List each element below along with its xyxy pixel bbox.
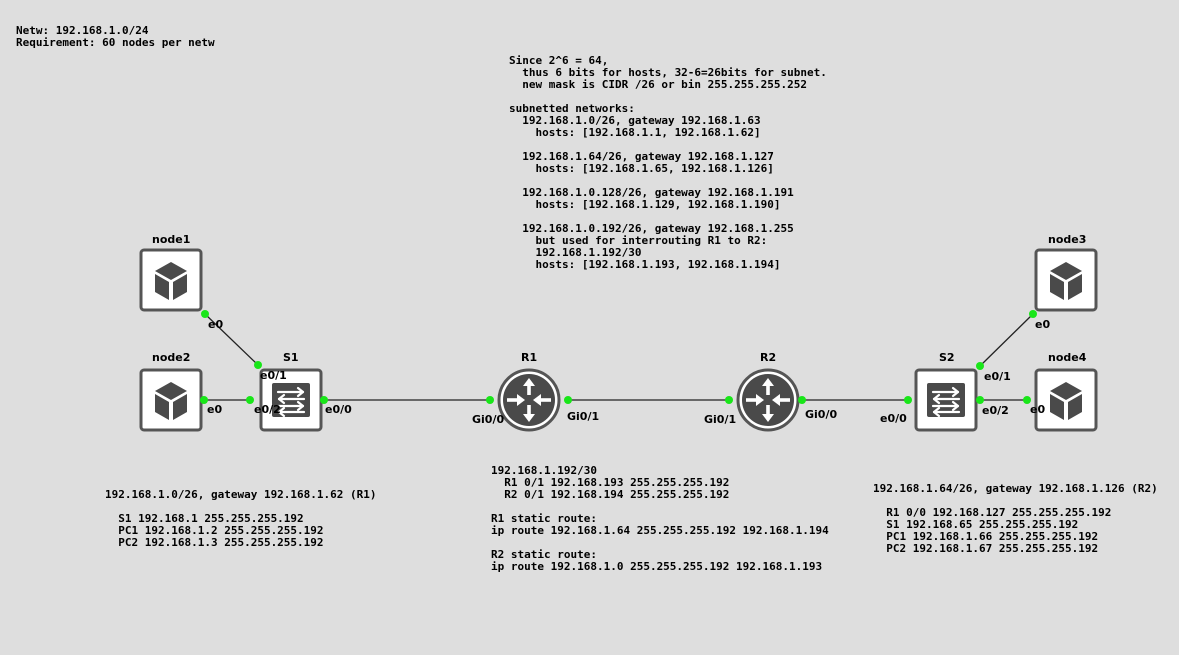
- port-dot: [564, 396, 572, 404]
- s2-label: S2: [939, 351, 955, 364]
- subnetting-notes: Since 2^6 = 64, thus 6 bits for hosts, 3…: [509, 54, 827, 271]
- node3-label: node3: [1048, 233, 1086, 246]
- node4-label: node4: [1048, 351, 1087, 364]
- r1-gi0-0-port: Gi0/0: [472, 413, 504, 426]
- link-node1-s1: [204, 313, 259, 366]
- node1-device[interactable]: [139, 248, 203, 312]
- node1-label: node1: [152, 233, 190, 246]
- port-dot: [725, 396, 733, 404]
- port-dot: [1029, 310, 1037, 318]
- interrouting-notes: 192.168.1.192/30 R1 0/1 192.168.193 255.…: [491, 464, 829, 573]
- node2-label: node2: [152, 351, 190, 364]
- s2-e0-1-port: e0/1: [984, 370, 1011, 383]
- s2-e0-0-port: e0/0: [880, 412, 907, 425]
- port-dot: [904, 396, 912, 404]
- r1-label: R1: [521, 351, 537, 364]
- port-dot: [246, 396, 254, 404]
- r2-gi0-1-port: Gi0/1: [704, 413, 736, 426]
- s1-label: S1: [283, 351, 299, 364]
- node1-e0-port: e0: [208, 318, 223, 331]
- port-dot: [201, 310, 209, 318]
- port-dot: [976, 396, 984, 404]
- node4-device[interactable]: [1034, 368, 1098, 432]
- port-dot: [320, 396, 328, 404]
- requirement-label: Requirement: 60 nodes per netw: [16, 36, 215, 49]
- port-dot: [200, 396, 208, 404]
- port-dot: [976, 362, 984, 370]
- port-dot: [486, 396, 494, 404]
- node2-e0-port: e0: [207, 403, 222, 416]
- s2-e0-2-port: e0/2: [982, 404, 1009, 417]
- node2-device[interactable]: [139, 368, 203, 432]
- node3-device[interactable]: [1034, 248, 1098, 312]
- r2-label: R2: [760, 351, 776, 364]
- s2-switch[interactable]: [914, 368, 978, 432]
- right-network-notes: 192.168.1.64/26, gateway 192.168.1.126 (…: [873, 482, 1158, 555]
- node4-e0-port: e0: [1030, 403, 1045, 416]
- r1-router[interactable]: [497, 368, 561, 432]
- network-label: Netw: 192.168.1.0/24: [16, 24, 149, 37]
- node3-e0-port: e0: [1035, 318, 1050, 331]
- s1-e0-2-port: e0/2: [254, 403, 281, 416]
- r2-router[interactable]: [736, 368, 800, 432]
- s1-e0-1-port: e0/1: [260, 369, 287, 382]
- link-s2-node3: [979, 313, 1034, 367]
- port-dot: [1023, 396, 1031, 404]
- r1-gi0-1-port: Gi0/1: [567, 410, 599, 423]
- port-dot: [798, 396, 806, 404]
- s1-e0-0-port: e0/0: [325, 403, 352, 416]
- r2-gi0-0-port: Gi0/0: [805, 408, 837, 421]
- left-network-notes: 192.168.1.0/26, gateway 192.168.1.62 (R1…: [105, 488, 377, 549]
- port-dot: [254, 361, 262, 369]
